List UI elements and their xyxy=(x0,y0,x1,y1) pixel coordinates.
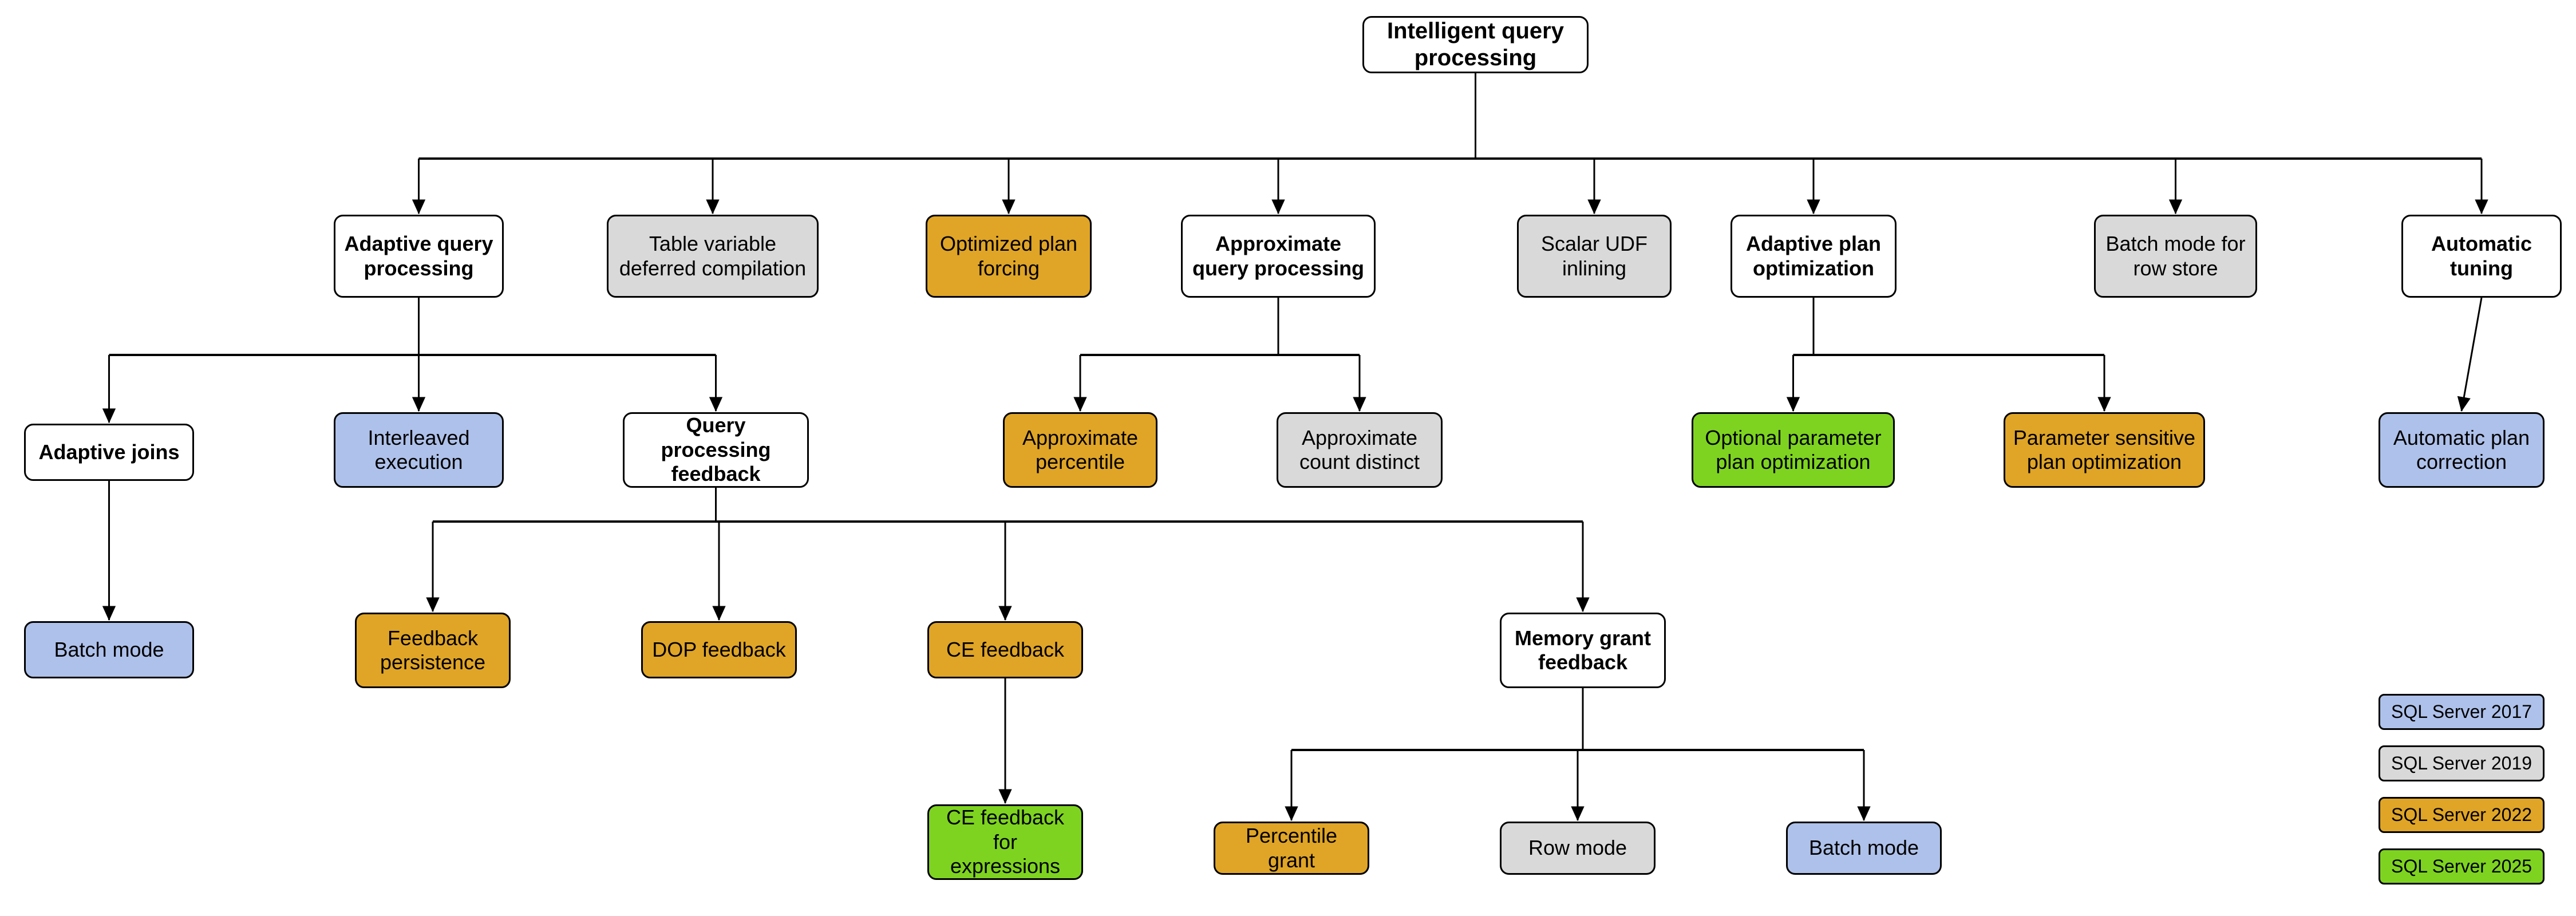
node-cefbexpr[interactable]: CE feedback for expressions xyxy=(927,804,1083,880)
node-ajoins[interactable]: Adaptive joins xyxy=(24,424,194,481)
node-dopfb[interactable]: DOP feedback xyxy=(641,621,797,678)
node-apc[interactable]: Automatic plan correction xyxy=(2379,412,2545,488)
node-bmode1[interactable]: Batch mode xyxy=(24,621,194,678)
node-qpf[interactable]: Query processing feedback xyxy=(623,412,809,488)
node-atun[interactable]: Automatic tuning xyxy=(2401,215,2562,298)
node-opf[interactable]: Optimized plan forcing xyxy=(926,215,1092,298)
node-approxcd[interactable]: Approximate count distinct xyxy=(1277,412,1443,488)
legend-item-sql-server-2017: SQL Server 2017 xyxy=(2379,694,2545,730)
node-bmrs[interactable]: Batch mode for row store xyxy=(2094,215,2257,298)
node-apo[interactable]: Adaptive plan optimization xyxy=(1730,215,1897,298)
node-sudf[interactable]: Scalar UDF inlining xyxy=(1517,215,1672,298)
node-approxpct[interactable]: Approximate percentile xyxy=(1003,412,1157,488)
node-bmode2[interactable]: Batch mode xyxy=(1786,822,1942,875)
node-ilexec[interactable]: Interleaved execution xyxy=(334,412,504,488)
node-oppo[interactable]: Optional parameter plan optimization xyxy=(1692,412,1895,488)
node-aqproc[interactable]: Approximate query processing xyxy=(1181,215,1376,298)
connector-atun-apc xyxy=(2457,297,2483,412)
node-pctgrant[interactable]: Percentile grant xyxy=(1214,822,1369,875)
legend-item-sql-server-2025: SQL Server 2025 xyxy=(2379,848,2545,885)
node-fbpersist[interactable]: Feedback persistence xyxy=(355,613,511,688)
node-pspo[interactable]: Parameter sensitive plan optimization xyxy=(2004,412,2205,488)
legend-item-sql-server-2019: SQL Server 2019 xyxy=(2379,745,2545,781)
node-aqp[interactable]: Adaptive query processing xyxy=(334,215,504,298)
node-rowmode[interactable]: Row mode xyxy=(1500,822,1656,875)
node-root[interactable]: Intelligent query processing xyxy=(1362,16,1589,73)
node-tvdc[interactable]: Table variable deferred compilation xyxy=(607,215,819,298)
legend-item-sql-server-2022: SQL Server 2022 xyxy=(2379,797,2545,833)
node-mgfb[interactable]: Memory grant feedback xyxy=(1500,613,1666,688)
node-cefb[interactable]: CE feedback xyxy=(927,621,1083,678)
